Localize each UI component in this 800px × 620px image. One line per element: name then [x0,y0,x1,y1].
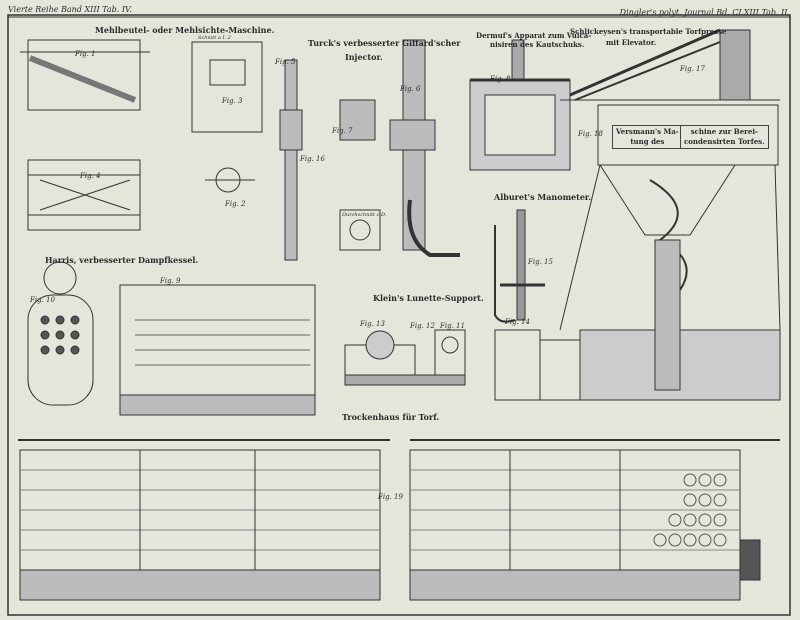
label-schnitt: Schnitt a I. 2 [198,35,231,41]
versmann-line-1: Versmann's Ma- [616,127,679,136]
fig-label: Fig. 1 [75,50,96,58]
title-dermuf-2: nisiren des Kautschuks. [490,40,585,49]
vulcanising-apparatus-drawing [469,39,571,171]
fig-label: Fig. 16 [300,155,325,163]
fig-label: Fig. 15 [528,258,553,266]
title-alburet: Alburet's Manometer. [494,192,592,202]
title-mehlbeutel: Mehlbeutel- oder Mehlsichte-Maschine. [95,25,275,35]
fig-label: Fig. 14 [505,318,530,326]
title-klein: Klein's Lunette-Support. [373,293,484,303]
fig-label: Fig. 6 [400,85,421,93]
peat-drying-house-drawing [18,439,780,601]
lunette-support-drawing [344,329,466,386]
fig-label: Fig. 17 [680,65,705,73]
peat-press-elevator-drawing [560,28,780,101]
title-harris: Harris, verbesserter Dampfkessel. [45,255,199,265]
peat-condensing-machine-drawing [539,104,781,401]
plate-frame [7,14,791,616]
title-schlickeysen-1: Schlickeysen's transportable Torfpresse [570,27,727,36]
title-versmann-left: Versmann's Ma-tung des [612,125,683,149]
title-schlickeysen-2: mit Elevator. [606,38,657,47]
fig-label: Fig. 13 [360,320,385,328]
manometer-drawing [494,209,545,401]
title-trockenhaus: Trockenhaus für Torf. [342,412,440,422]
versmann-line-2: tung des [630,137,665,146]
fig-label: Fig. 3 [222,97,243,105]
mehlbeutel-machine-drawing [20,39,263,231]
versmann-line-4: condensirten Torfes. [684,137,765,146]
plate-header-right: Dingler's polyt. Journal Bd. CLXIII Tab.… [619,8,790,17]
fig-label: Fig. 5 [275,58,296,66]
label-durchschnitt: Durchschnitt c.D. [342,212,387,218]
plate-header-left: Vierte Reihe Band XIII Tab. IV. [8,5,132,14]
fig-label: Fig. 10 [30,296,55,304]
boiler-drawing [27,261,316,416]
fig-label: Fig. 9 [160,277,181,285]
fig-label: Fig. 2 [225,200,246,208]
fig-label: Fig. 7 [332,127,353,135]
fig-label: Fig. 12 [410,322,435,330]
fig-label: Fig. 11 [440,322,465,330]
fig-label: Fig. 18 [578,130,603,138]
versmann-line-3: schine zur Berei- [690,127,758,136]
title-turck-1: Turck's verbesserter Giffard'scher [308,38,461,48]
fig-label: Fig. 8 [490,75,511,83]
fig-label: Fig. 19 [378,493,403,501]
title-dermuf-1: Dermuf's Apparat zum Vulca- [476,31,592,40]
fig-label: Fig. 4 [80,172,101,180]
title-turck-2: Injector. [345,52,383,62]
injector-drawing [279,39,460,261]
title-versmann-right: schine zur Berei-condensirten Torfes. [680,125,769,149]
